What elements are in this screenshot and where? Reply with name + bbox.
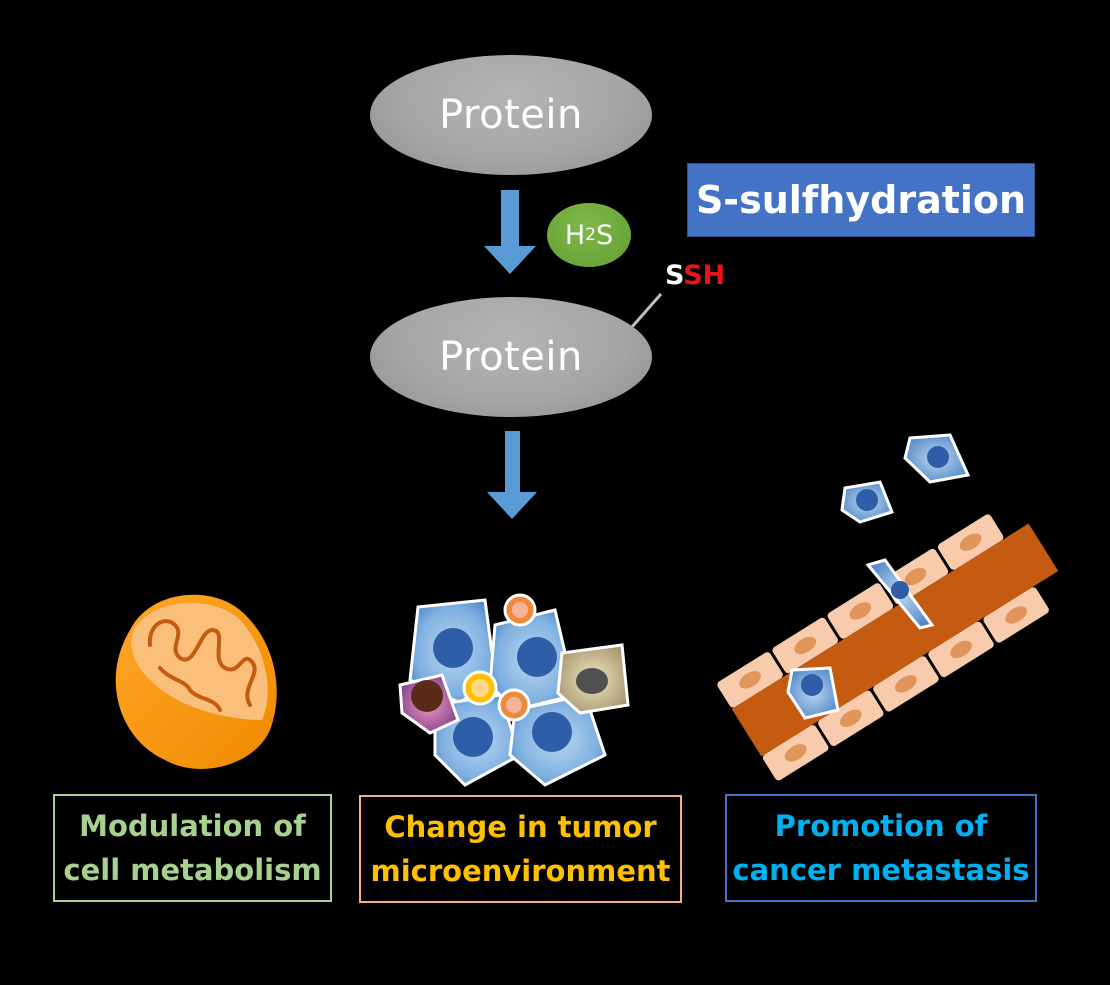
outcome-metabolism-line1: Modulation of [79,809,306,843]
protein-top: Protein [370,55,652,175]
tumor-cells-icon [398,593,630,787]
outcome-metabolism-line2: cell metabolism [63,853,322,887]
outcome-metastasis-line1: Promotion of [774,809,988,843]
protein-top-label: Protein [439,92,583,138]
outcome-metastasis-box: Promotion of cancer metastasis [725,794,1037,902]
ssh-sh: SH [683,260,726,291]
s-sulfhydration-badge: S-sulfhydration [687,163,1035,237]
s-sulfhydration-label: S-sulfhydration [695,178,1027,222]
outcome-metabolism-box: Modulation of cell metabolism [53,794,332,902]
outcome-microenvironment-line2: microenvironment [370,854,671,888]
arrow-down-icon [484,190,536,274]
arrow-down-icon [487,431,537,519]
outcome-microenvironment-box: Change in tumor microenvironment [359,795,682,903]
outcome-microenvironment-line1: Change in tumor [384,810,657,844]
h2s-h: H [564,219,586,251]
metastasis-vessel-icon [717,433,1059,781]
outcome-metastasis-line2: cancer metastasis [732,853,1030,887]
h2s-s: S [596,219,614,251]
ssh-sulfur: S [665,260,684,291]
ssh-bond-line [629,293,663,329]
ssh-group-label: SSH [665,260,725,291]
protein-bottom-label: Protein [439,334,583,380]
protein-bottom: Protein [370,297,652,417]
mitochondrion-icon [115,594,277,769]
